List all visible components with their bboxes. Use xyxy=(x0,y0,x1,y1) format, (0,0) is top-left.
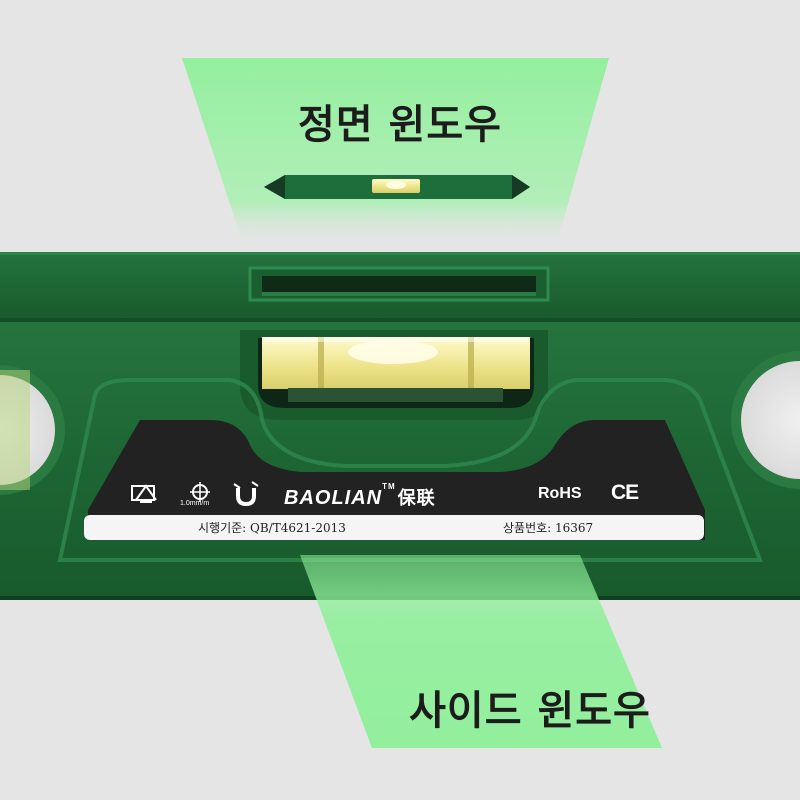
ce-mark: CE xyxy=(611,481,639,504)
level-measure-icon xyxy=(131,484,157,503)
front-window-beam xyxy=(182,58,609,250)
level-body xyxy=(0,252,800,600)
brand-logo: BAOLIANTM保联 xyxy=(284,482,436,510)
front-window-label: 정면 윈도우 xyxy=(298,101,502,148)
rohs-mark: RoHS xyxy=(538,485,582,502)
mini-level xyxy=(264,175,530,199)
magnet-icon xyxy=(233,481,259,507)
trademark-mark: TM xyxy=(382,482,396,491)
brand-name: BAOLIAN xyxy=(284,487,383,509)
brand-chinese-name: 保联 xyxy=(397,488,436,508)
product-number-text: 상품번호: 16367 xyxy=(503,521,594,535)
spec-strip xyxy=(84,515,704,540)
side-window-label: 사이드 윈도우 xyxy=(409,687,651,734)
standard-text: 시행기준: QB/T4621-2013 xyxy=(198,521,346,535)
info-plate xyxy=(88,420,705,540)
crosshair-icon xyxy=(190,482,210,502)
side-window-beam xyxy=(300,555,662,748)
accuracy-text: 1.0mm/m xyxy=(180,500,210,507)
